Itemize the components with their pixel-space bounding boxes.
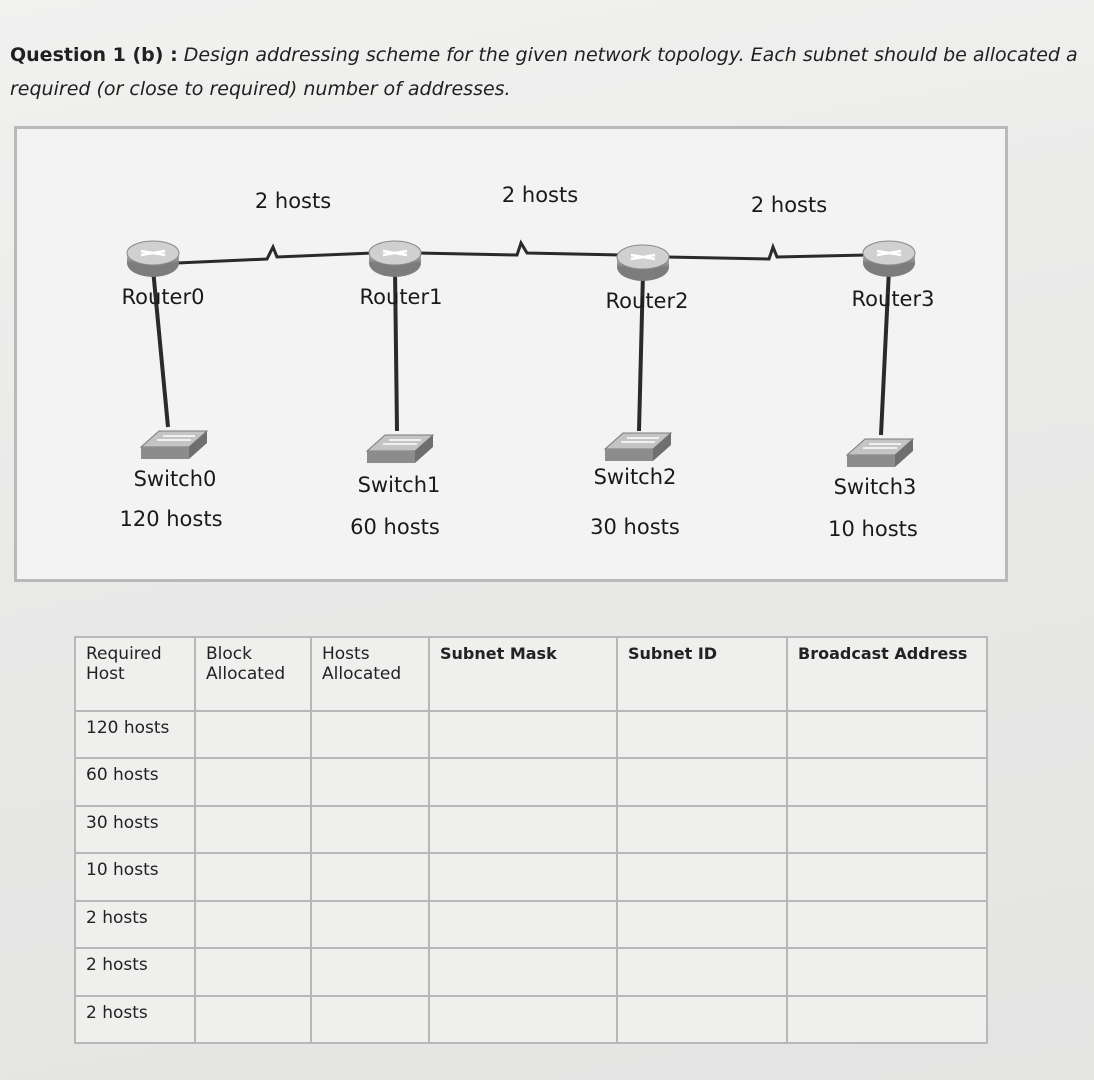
hosts-allocated-cell[interactable] — [310, 947, 430, 997]
router-label: Router2 — [605, 289, 689, 313]
wan-link-label: 2 hosts — [254, 189, 332, 213]
router-icon — [126, 240, 180, 277]
block-allocated-cell[interactable] — [194, 757, 312, 807]
router-icon — [616, 244, 670, 281]
table-row: 30 hosts — [74, 804, 988, 855]
network-topology-diagram: 2 hosts 2 hosts 2 hosts Router0 Router1 … — [14, 126, 1008, 582]
subnet-id-cell[interactable] — [616, 947, 788, 997]
subnet-mask-cell[interactable] — [428, 994, 618, 1045]
switch-label: Switch1 — [357, 473, 441, 497]
lan-hosts-label: 10 hosts — [828, 517, 918, 541]
hosts-allocated-cell[interactable] — [310, 994, 430, 1045]
broadcast-address-cell[interactable] — [786, 709, 988, 760]
serial-link-icon — [666, 242, 868, 261]
required-host-cell: 2 hosts — [74, 947, 196, 997]
router-label: Router3 — [851, 287, 935, 311]
table-row: 2 hosts — [74, 994, 988, 1045]
table-row: 2 hosts — [74, 899, 988, 950]
serial-link-icon — [176, 243, 374, 265]
required-host-cell: 60 hosts — [74, 757, 196, 807]
subnet-mask-cell[interactable] — [428, 757, 618, 807]
block-allocated-cell[interactable] — [194, 994, 312, 1045]
hosts-allocated-cell[interactable] — [310, 899, 430, 950]
broadcast-address-cell[interactable] — [786, 899, 988, 950]
ethernet-link-icon — [151, 268, 170, 428]
subnet-mask-cell[interactable] — [428, 709, 618, 760]
ethernet-link-icon — [879, 268, 891, 436]
ethernet-link-icon — [393, 268, 399, 432]
lan-hosts-label: 120 hosts — [119, 507, 223, 531]
question-label: Question 1 (b) : — [10, 44, 178, 66]
table-row: 120 hosts — [74, 709, 988, 760]
subnet-mask-cell[interactable] — [428, 947, 618, 997]
required-host-cell: 2 hosts — [74, 994, 196, 1045]
subnet-mask-cell[interactable] — [428, 804, 618, 855]
topology-svg — [126, 239, 916, 467]
router-label: Router0 — [121, 285, 205, 309]
block-allocated-cell[interactable] — [194, 947, 312, 997]
required-host-cell: 2 hosts — [74, 899, 196, 950]
router-label: Router1 — [359, 285, 443, 309]
hosts-allocated-cell[interactable] — [310, 804, 430, 855]
subnet-id-cell[interactable] — [616, 804, 788, 855]
table-header-row: Required Host Block Allocated Hosts Allo… — [74, 636, 988, 712]
column-header: Subnet Mask — [428, 636, 618, 712]
table-row: 2 hosts — [74, 947, 988, 997]
subnet-mask-cell[interactable] — [428, 899, 618, 950]
required-host-cell: 120 hosts — [74, 709, 196, 760]
column-header: Block Allocated — [194, 636, 312, 712]
broadcast-address-cell[interactable] — [786, 994, 988, 1045]
serial-link-icon — [416, 239, 622, 257]
switch-icon — [139, 430, 209, 459]
broadcast-address-cell[interactable] — [786, 852, 988, 902]
subnet-id-cell[interactable] — [616, 757, 788, 807]
switch-label: Switch0 — [133, 467, 217, 491]
switch-icon — [845, 438, 915, 467]
router-icon — [368, 240, 422, 277]
router-icon — [862, 240, 916, 277]
switch-label: Switch3 — [833, 475, 917, 499]
block-allocated-cell[interactable] — [194, 804, 312, 855]
lan-hosts-label: 60 hosts — [350, 515, 440, 539]
wan-link-label: 2 hosts — [750, 193, 828, 217]
ethernet-link-icon — [637, 272, 645, 432]
question-body: Design addressing scheme for the given n… — [10, 44, 1078, 100]
hosts-allocated-cell[interactable] — [310, 709, 430, 760]
hosts-allocated-cell[interactable] — [310, 852, 430, 902]
broadcast-address-cell[interactable] — [786, 804, 988, 855]
required-host-cell: 30 hosts — [74, 804, 196, 855]
subnet-id-cell[interactable] — [616, 994, 788, 1045]
column-header: Required Host — [74, 636, 196, 712]
broadcast-address-cell[interactable] — [786, 757, 988, 807]
question-text: Question 1 (b) : Design addressing schem… — [10, 38, 1080, 106]
block-allocated-cell[interactable] — [194, 709, 312, 760]
subnet-id-cell[interactable] — [616, 709, 788, 760]
subnet-mask-cell[interactable] — [428, 852, 618, 902]
column-header: Subnet ID — [616, 636, 788, 712]
required-host-cell: 10 hosts — [74, 852, 196, 902]
switch-icon — [603, 432, 673, 461]
switch-label: Switch2 — [593, 465, 677, 489]
subnet-id-cell[interactable] — [616, 899, 788, 950]
wan-link-label: 2 hosts — [501, 183, 579, 207]
column-header: Hosts Allocated — [310, 636, 430, 712]
addressing-table: Required Host Block Allocated Hosts Allo… — [74, 636, 988, 1045]
table-row: 10 hosts — [74, 852, 988, 902]
lan-hosts-label: 30 hosts — [590, 515, 680, 539]
broadcast-address-cell[interactable] — [786, 947, 988, 997]
column-header: Broadcast Address — [786, 636, 988, 712]
block-allocated-cell[interactable] — [194, 852, 312, 902]
switch-icon — [365, 434, 435, 463]
table-row: 60 hosts — [74, 757, 988, 807]
block-allocated-cell[interactable] — [194, 899, 312, 950]
hosts-allocated-cell[interactable] — [310, 757, 430, 807]
subnet-id-cell[interactable] — [616, 852, 788, 902]
